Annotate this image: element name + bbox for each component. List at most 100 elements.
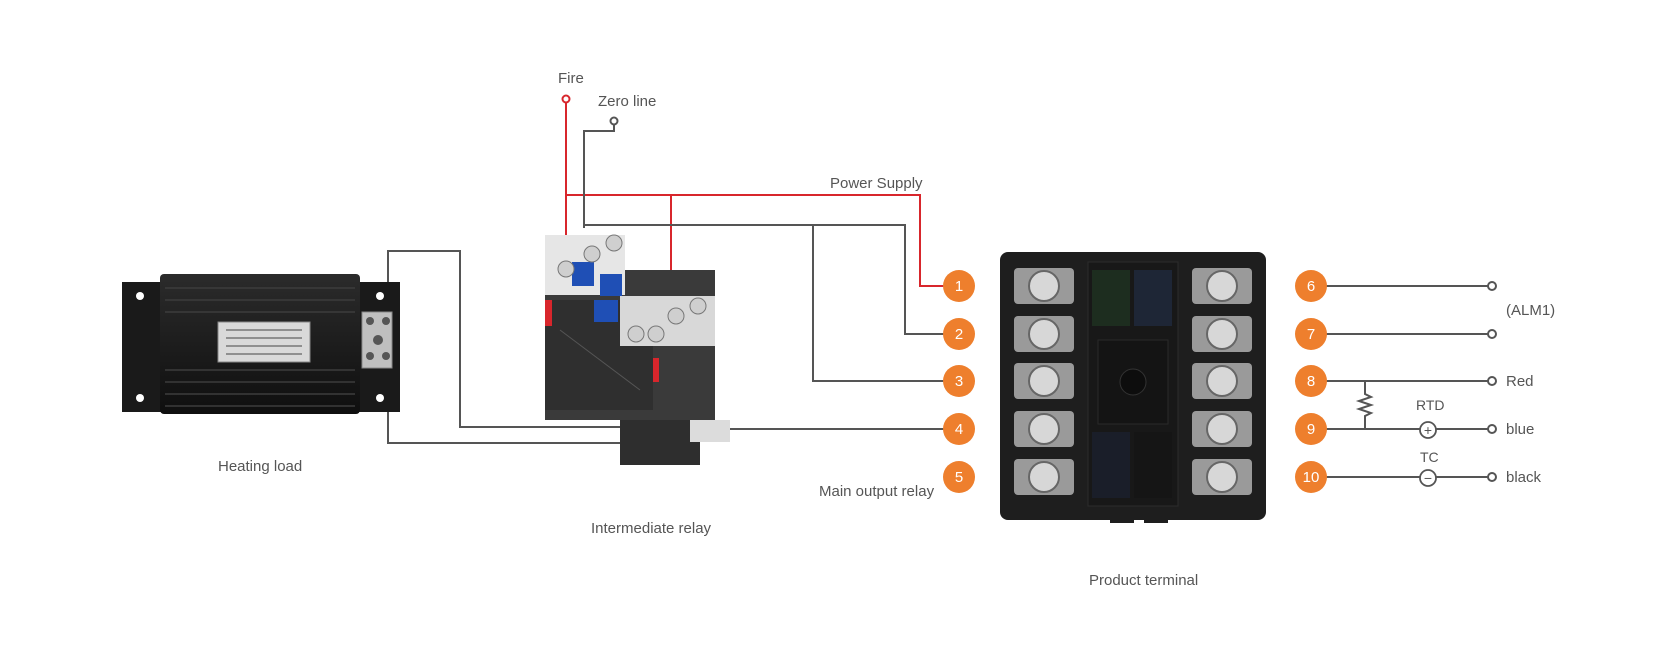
terminal-screw-icon [1028, 270, 1060, 302]
tc-label: TC [1420, 449, 1439, 465]
terminal-badges-left: 1 2 3 4 5 [943, 270, 975, 493]
terminal-badge-5 [943, 461, 975, 493]
mount-hole-icon [376, 394, 384, 402]
terminal-number-4: 4 [955, 421, 963, 438]
terminal-screw-icon [1028, 413, 1060, 445]
zero-line-terminal-icon [609, 116, 619, 126]
relay-screw-icon [667, 307, 685, 325]
terminal-number-3: 3 [955, 373, 963, 390]
terminal-screw-icon [1028, 365, 1060, 397]
right-terminal-ends [1487, 281, 1497, 482]
relay-red-stripe [545, 300, 552, 326]
relay-screw-icon [647, 325, 665, 343]
heater-nameplate-lines [226, 329, 302, 355]
tc-minus-icon [1419, 469, 1437, 487]
heater-nameplate [217, 321, 311, 363]
terminal-end-icon [1487, 329, 1497, 339]
rtd-resistor-icon [1355, 381, 1375, 429]
relay-blue-block [594, 300, 618, 322]
power-supply-fire-wire [566, 194, 950, 287]
terminal-screw-icon [1206, 461, 1238, 493]
terminal-number-9: 9 [1307, 421, 1315, 438]
product-terminal-device [1000, 252, 1266, 523]
terminal-foot [1110, 515, 1134, 523]
terminal-screw-icon [1206, 413, 1238, 445]
relay-din-clip [690, 420, 730, 442]
terminal-number-7: 7 [1307, 326, 1315, 343]
wires [387, 99, 1489, 478]
zero-line-wire [583, 121, 615, 228]
terminal-number-5: 5 [955, 469, 963, 486]
terminal-bottom-board [1092, 432, 1130, 498]
rtd-plus-icon [1419, 421, 1437, 439]
blue-wire-label: blue [1506, 421, 1534, 438]
terminal-blue-board [1134, 270, 1172, 326]
mount-hole-icon [376, 292, 384, 300]
heater-screw-icon [382, 352, 390, 360]
heater-screw-icon [366, 352, 374, 360]
fire-terminal-icon [561, 94, 571, 104]
terminal-number-8: 8 [1307, 373, 1315, 390]
terminal-badge-7 [1295, 318, 1327, 350]
product-terminal-label: Product terminal [1089, 572, 1198, 589]
terminal-screw-icon [1206, 318, 1238, 350]
relay-screw-icon [605, 234, 623, 252]
zero-line-label: Zero line [598, 93, 656, 110]
relay-screw-icon [627, 325, 645, 343]
power-supply-label: Power Supply [830, 175, 923, 192]
terminal-number-10: 10 [1303, 469, 1320, 486]
relay-red-stripe [653, 358, 659, 382]
intermediate-relay-device [545, 234, 730, 465]
terminal-bottom-board [1134, 432, 1172, 498]
terminal-badge-3 [943, 365, 975, 397]
terminal-screw-icon [1206, 365, 1238, 397]
zero-to-terminal-2-wire [584, 224, 950, 335]
relay-label-lines [559, 329, 641, 391]
relay-screw-icon [689, 297, 707, 315]
mount-hole-icon [136, 292, 144, 300]
terminal-center-hole-icon [1119, 368, 1147, 396]
relay-screw-icon [557, 260, 575, 278]
terminal-badge-6 [1295, 270, 1327, 302]
terminal-badge-9 [1295, 413, 1327, 445]
tc-minus-sign: − [1424, 470, 1432, 486]
relay-blue-block [572, 262, 594, 286]
heater-screw-icon [373, 335, 383, 345]
alm1-label: (ALM1) [1506, 302, 1555, 319]
rtd-label: RTD [1416, 397, 1445, 413]
intermediate-relay-label: Intermediate relay [591, 520, 712, 537]
terminal-end-icon [1487, 376, 1497, 386]
fire-label: Fire [558, 70, 584, 87]
relay-screw-icon [583, 245, 601, 263]
left-screw-column [1014, 268, 1074, 495]
right-screw-column [1192, 268, 1252, 495]
red-wire-label: Red [1506, 373, 1534, 390]
terminal-screw-icon [1028, 461, 1060, 493]
terminal-end-icon [1487, 424, 1497, 434]
terminal-end-icon [1487, 472, 1497, 482]
terminal-number-6: 6 [1307, 278, 1315, 295]
terminal-foot [1144, 515, 1168, 523]
terminal-badge-4 [943, 413, 975, 445]
rtd-plus-sign: + [1424, 422, 1432, 438]
terminal-badge-2 [943, 318, 975, 350]
terminal-number-2: 2 [955, 326, 963, 343]
relay-blue-block [600, 274, 622, 296]
mount-hole-icon [136, 394, 144, 402]
heating-load-device [122, 274, 400, 414]
terminal-end-icon [1487, 281, 1497, 291]
heater-screw-icon [382, 317, 390, 325]
heating-load-label: Heating load [218, 458, 302, 475]
terminal-screw-icon [1028, 318, 1060, 350]
terminal-green-board [1092, 270, 1130, 326]
heater-screw-icon [366, 317, 374, 325]
terminal-badge-1 [943, 270, 975, 302]
main-output-relay-label: Main output relay [819, 483, 935, 500]
terminal-badges-right: 6 7 8 9 10 [1295, 270, 1327, 493]
heater-fins [165, 287, 355, 407]
terminal-number-1: 1 [955, 278, 963, 295]
terminal-badge-10 [1295, 461, 1327, 493]
terminal-badge-8 [1295, 365, 1327, 397]
black-wire-label: black [1506, 469, 1542, 486]
